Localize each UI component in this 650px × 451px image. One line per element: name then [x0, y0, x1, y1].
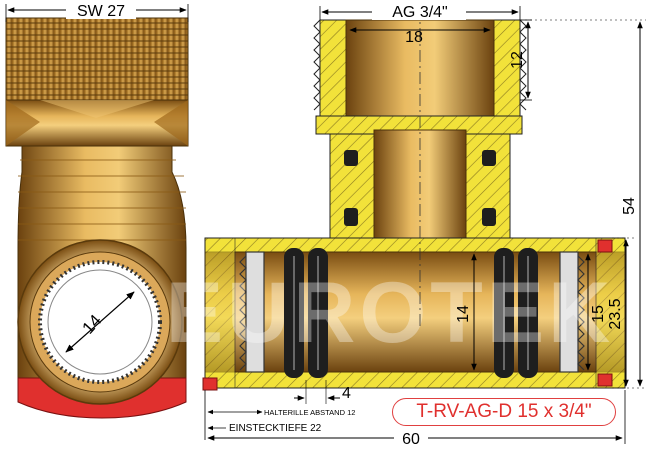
product-code-label: T-RV-AG-D 15 x 3/4" — [392, 398, 616, 426]
main-bore — [204, 251, 626, 373]
pipe-left-label: 14 — [455, 305, 472, 323]
bore-label: 18 — [405, 29, 423, 46]
insertion-depth-label: EINSTECKTIEFE 22 — [229, 423, 322, 434]
main-body-bottom-wall — [204, 371, 626, 389]
pipe-right-label: 15 — [590, 305, 607, 323]
top-thread-wall-left — [319, 19, 347, 117]
sleeve-left — [239, 251, 265, 373]
side-view-render: 14 SW 27 — [5, 1, 189, 419]
groove-distance-label: HALTERILLE ABSTAND 12 — [264, 408, 355, 417]
thread-length-label: 12 — [509, 51, 526, 69]
side-height-label: 23.5 — [607, 298, 624, 329]
thread-section — [5, 17, 189, 101]
section-view: EUROTEK AG 3/4" 18 12 54 23.5 14 15 — [166, 2, 646, 448]
main-body-top-wall — [204, 237, 626, 253]
gap-label: 4 — [342, 385, 351, 402]
crimp-marker-right-bottom — [597, 373, 613, 387]
total-height-label: 54 — [621, 197, 638, 215]
watermark: EUROTEK — [166, 265, 614, 361]
sw-label: SW 27 — [77, 3, 125, 20]
total-length-label: 60 — [402, 431, 420, 446]
crimp-marker-right-top — [597, 239, 613, 253]
ag-label: AG 3/4" — [392, 4, 447, 21]
diameter-arrow — [65, 291, 135, 353]
crimp-marker-left — [202, 377, 218, 391]
sleeve-right — [559, 251, 585, 373]
